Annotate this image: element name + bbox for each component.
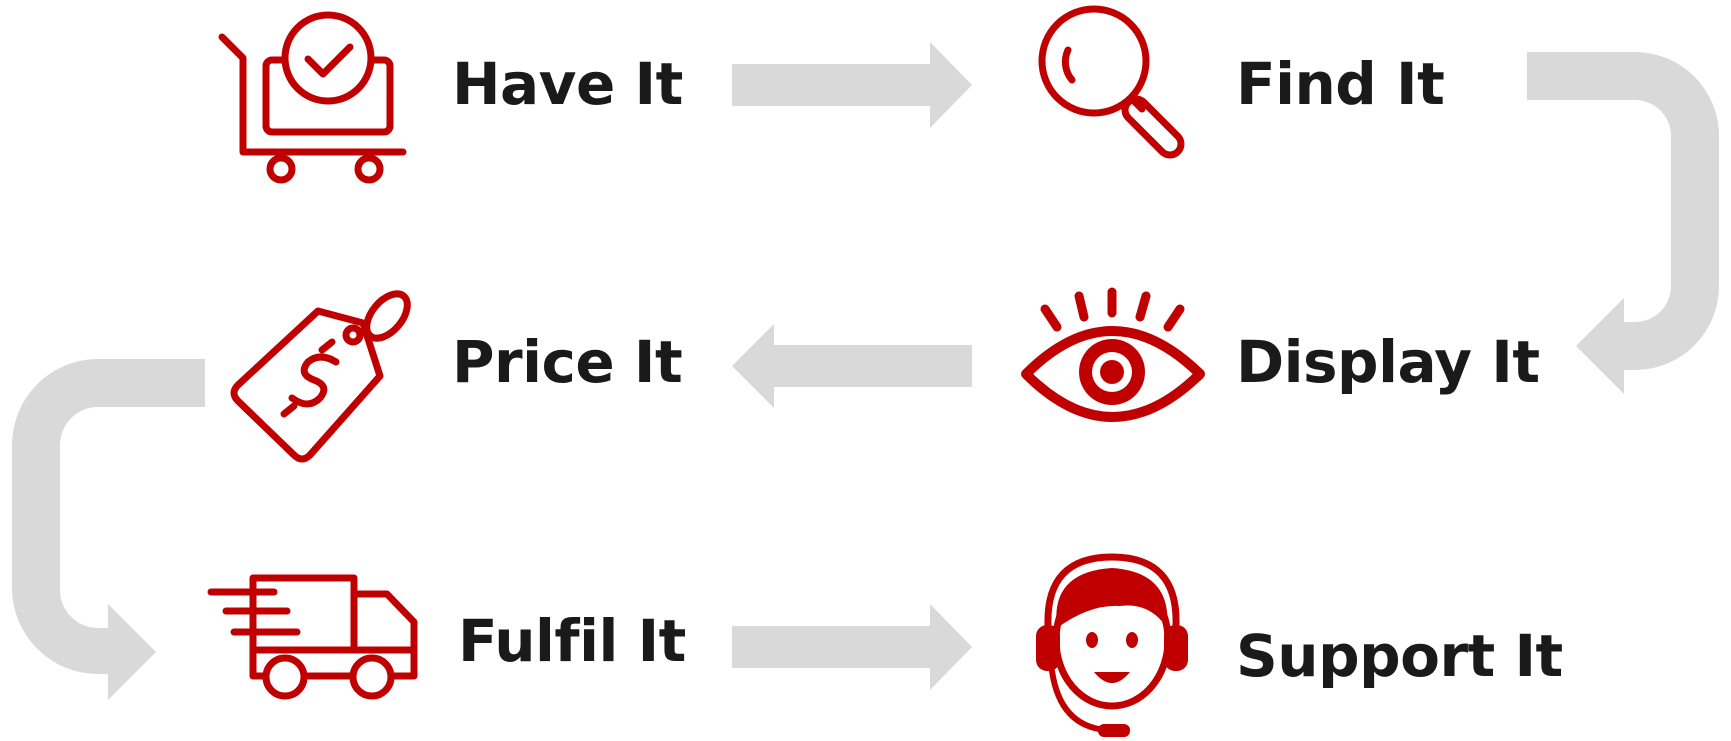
arrow-have-to-find	[732, 42, 972, 128]
arrow-fulfil-to-support	[732, 604, 972, 690]
shopping-cart-check-icon	[218, 11, 407, 184]
step-label-have: Have It	[452, 50, 683, 118]
support-agent-headset-icon	[1036, 553, 1188, 737]
step-label-find: Find It	[1236, 50, 1445, 118]
step-label-fulfil: Fulfil It	[458, 607, 686, 675]
arrow-price-to-fulfil	[12, 359, 205, 700]
step-label-price: Price It	[452, 328, 683, 396]
step-label-support: Support It	[1236, 622, 1563, 690]
eye-icon	[1021, 287, 1205, 422]
arrow-display-to-price	[732, 324, 972, 408]
dollar-price-tag-icon	[230, 290, 411, 463]
arrow-find-to-display	[1527, 52, 1719, 394]
magnifying-glass-icon	[1038, 5, 1185, 159]
step-label-display: Display It	[1236, 328, 1540, 396]
delivery-truck-icon	[207, 574, 418, 700]
